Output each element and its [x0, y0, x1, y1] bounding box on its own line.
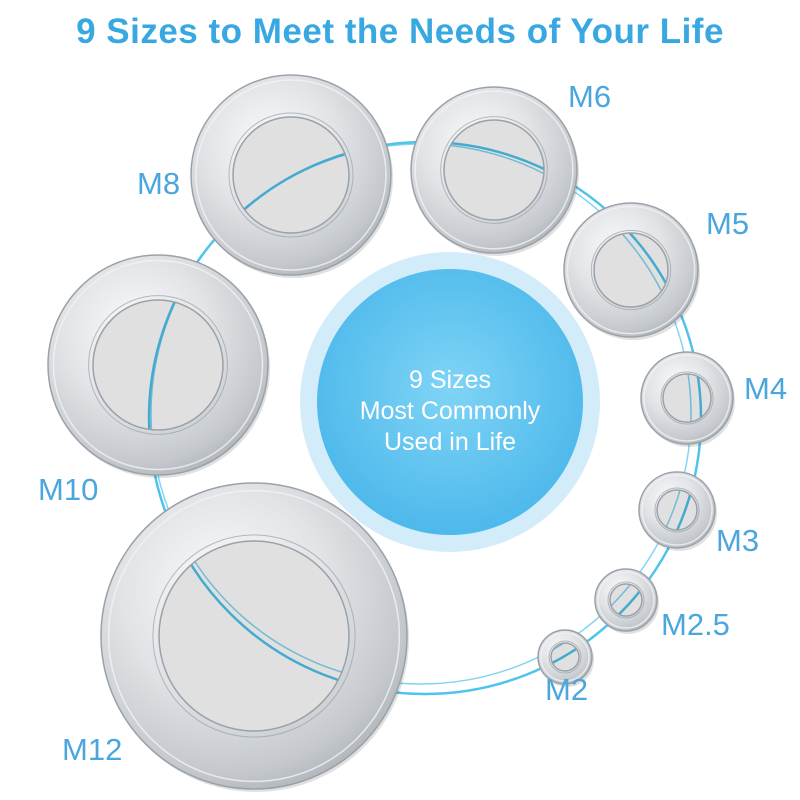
washer-inner-bevel — [548, 640, 582, 674]
washer-inner-bevel — [590, 229, 672, 311]
washer-body — [638, 471, 716, 549]
washer-inner-bevel — [660, 371, 714, 425]
washer-outer-bevel — [540, 632, 590, 682]
washer-m10 — [47, 254, 270, 478]
washer-outer-bevel — [414, 90, 574, 250]
washer-body — [410, 86, 578, 254]
washer-m3 — [638, 471, 717, 551]
washer-outer-bevel — [195, 79, 387, 271]
washer-body — [47, 254, 269, 476]
washer-outer-bevel — [597, 571, 655, 629]
washer-body — [537, 629, 593, 685]
washer-m2 — [537, 629, 594, 687]
washer-outer-bevel — [641, 474, 713, 546]
size-label-m2: M2 — [545, 672, 589, 707]
size-label-m3: M3 — [716, 523, 760, 558]
washer-inner-bevel — [607, 581, 645, 619]
washer-outer-bevel — [52, 259, 264, 471]
washer-body — [190, 74, 392, 276]
washer-inner-bevel — [228, 112, 354, 238]
center-line-2: Most Commonly — [359, 397, 541, 425]
size-label-m10: M10 — [38, 472, 99, 507]
washer-m8 — [190, 74, 393, 278]
center-line-1: 9 Sizes — [409, 366, 491, 394]
washer-m4 — [640, 351, 735, 447]
center-caption: 9 Sizes Most Commonly Used in Life — [330, 365, 570, 458]
washer-body — [594, 568, 658, 632]
size-label-m6: M6 — [568, 79, 612, 114]
washer-inner-bevel — [654, 487, 700, 533]
washer-outer-bevel — [643, 354, 731, 442]
size-label-m2-5: M2.5 — [661, 607, 730, 642]
washer-m12 — [100, 482, 409, 792]
washer-m2-5 — [594, 568, 659, 634]
washer-body — [100, 482, 408, 790]
center-line-3: Used in Life — [383, 428, 517, 456]
center-badge — [300, 252, 600, 552]
washer-body — [563, 202, 699, 338]
washer-m5 — [563, 202, 700, 340]
size-label-m4: M4 — [744, 371, 788, 406]
washer-inner-bevel — [88, 295, 228, 435]
washer-outer-bevel — [107, 489, 401, 783]
washer-inner-bevel — [152, 534, 356, 738]
washer-inner-bevel — [440, 116, 548, 224]
headline: 9 Sizes to Meet the Needs of Your Life — [76, 12, 724, 51]
washer-m6 — [410, 86, 579, 256]
washer-body — [640, 351, 734, 445]
size-label-m8: M8 — [137, 166, 181, 201]
washer-outer-bevel — [566, 205, 696, 335]
size-label-m12: M12 — [62, 732, 123, 767]
size-label-m5: M5 — [706, 206, 750, 241]
